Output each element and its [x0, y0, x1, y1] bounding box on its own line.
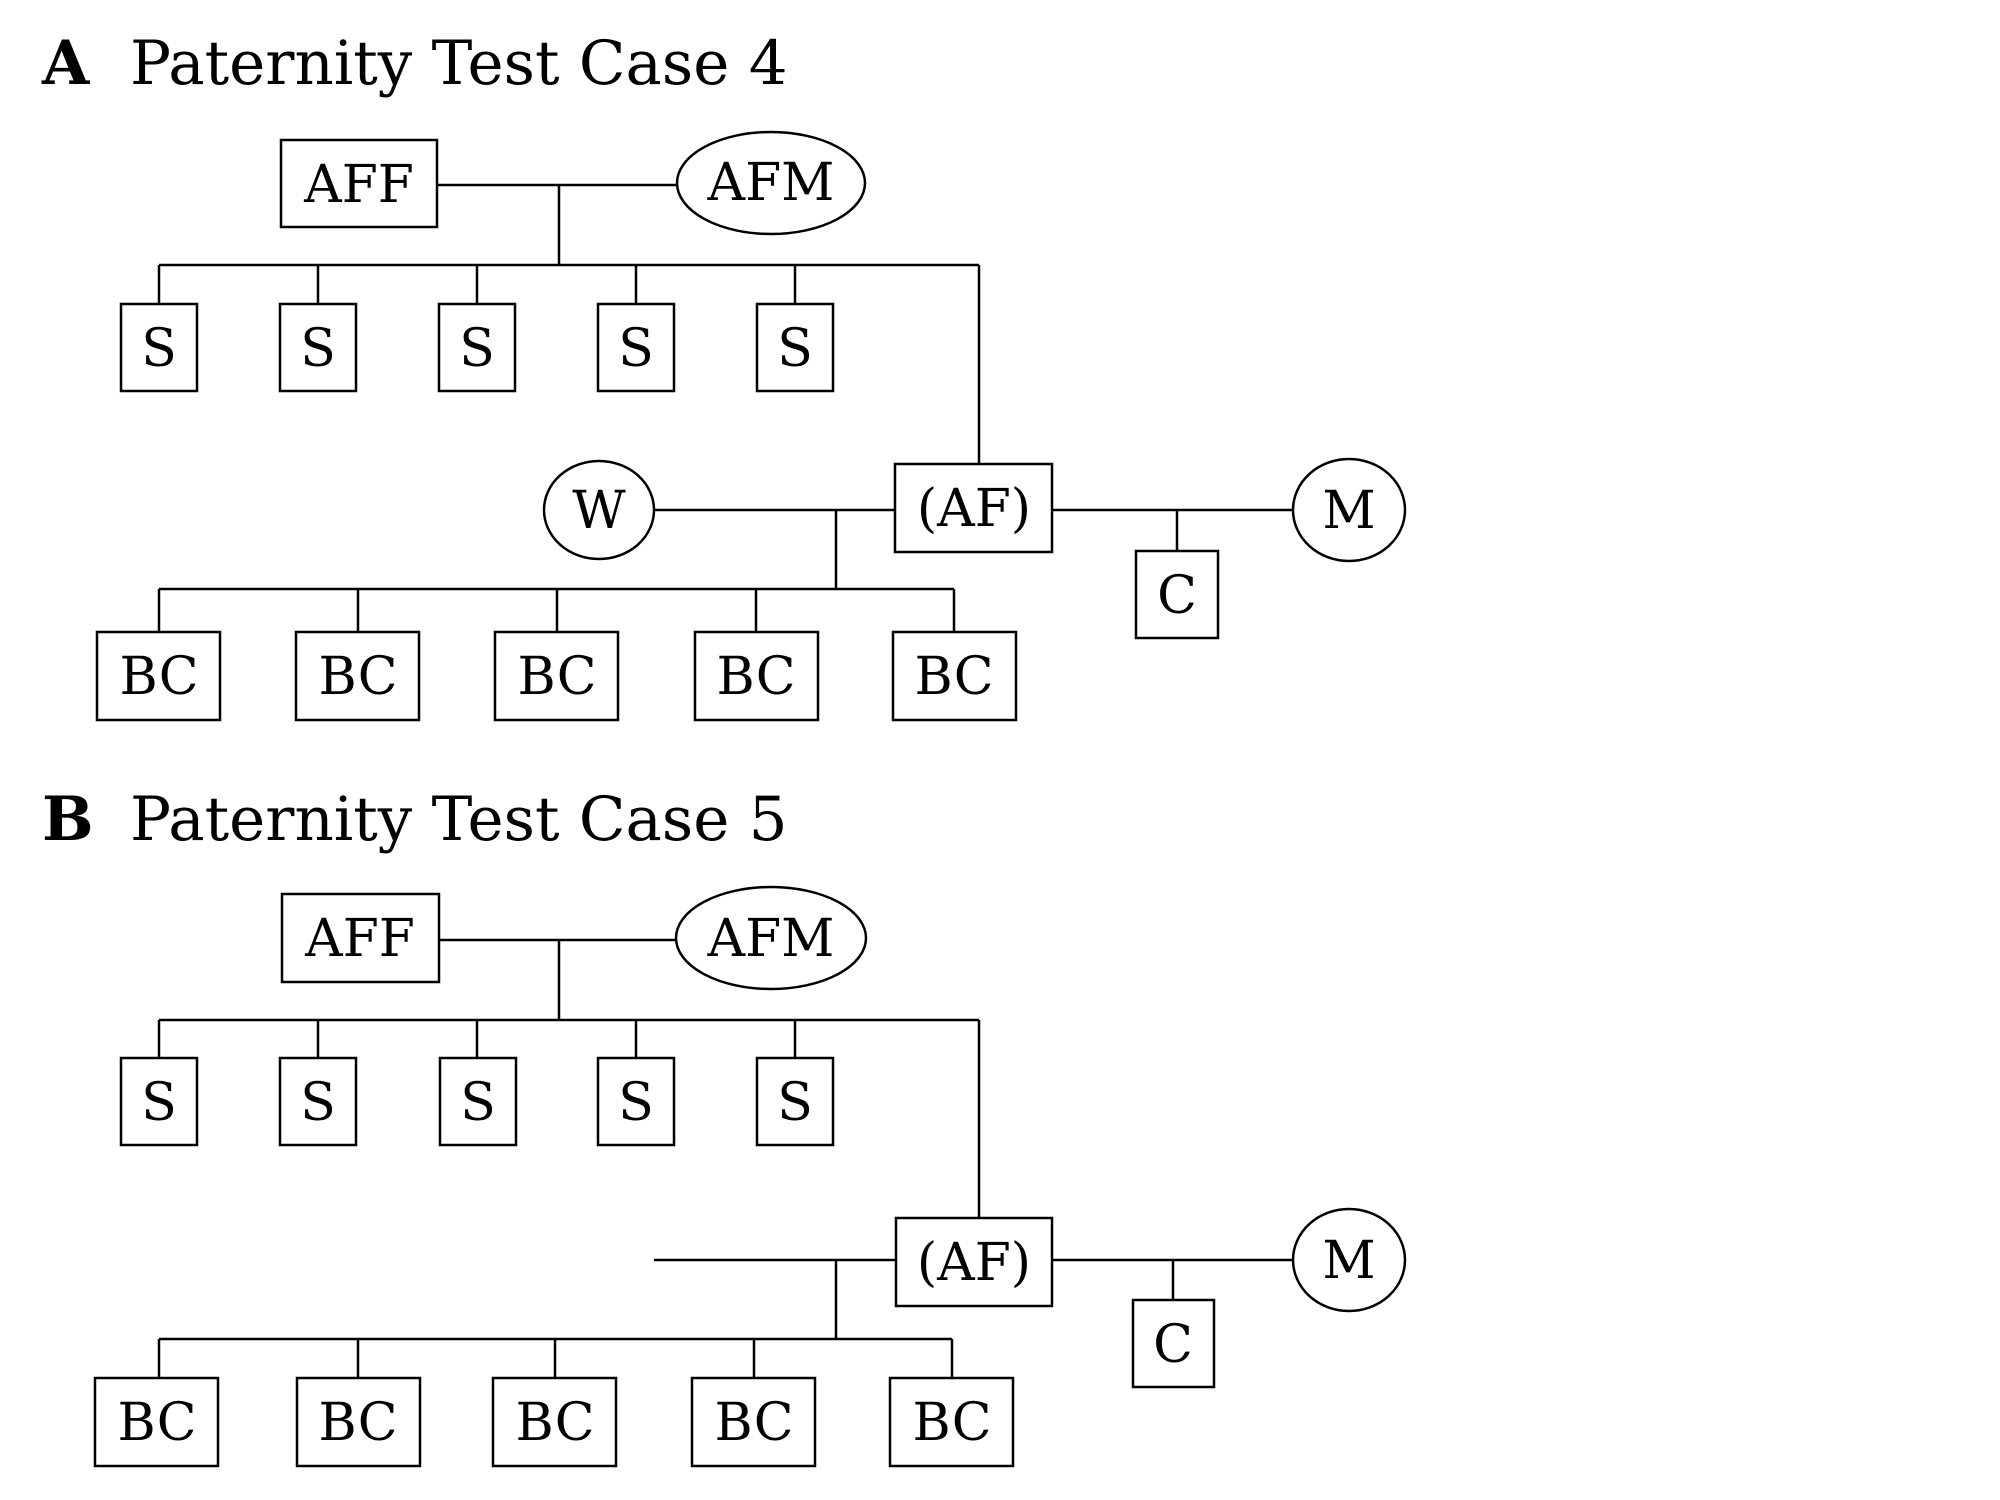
panel-a-edges	[157, 183, 1293, 632]
node-alleged-father	[894, 1216, 1054, 1308]
node-alleged-father-label: (AF)	[917, 1233, 1031, 1293]
node-biological-child-label: BC	[118, 1393, 197, 1453]
node-biological-child-label: BC	[319, 1393, 398, 1453]
node-sibling-label: S	[300, 1073, 336, 1133]
node-aff-label: AFF	[303, 155, 414, 215]
node-alleged-father	[893, 462, 1054, 554]
node-mother	[1291, 457, 1407, 563]
node-mother	[1291, 1207, 1407, 1313]
node-afm	[675, 130, 867, 236]
node-sibling	[437, 302, 517, 393]
node-child-label: C	[1153, 1315, 1193, 1375]
node-aff-label: AFF	[304, 909, 415, 969]
node-afm-label: AFM	[707, 153, 835, 213]
node-sibling-label: S	[141, 319, 177, 379]
panel-b: B Paternity Test Case 5 AFF	[42, 784, 1407, 1468]
node-biological-child-label: BC	[120, 647, 199, 707]
node-biological-child-label: BC	[516, 1393, 595, 1453]
panel-a-title: Paternity Test Case 4	[130, 28, 788, 99]
panel-a: A Paternity Test Case 4 AFF	[41, 28, 1407, 722]
node-biological-child	[295, 1376, 422, 1468]
node-biological-child-label: BC	[715, 1393, 794, 1453]
node-sibling	[438, 1056, 518, 1147]
node-biological-child	[491, 1376, 618, 1468]
panel-a-letter: A	[41, 28, 91, 99]
node-afm	[674, 885, 868, 991]
node-aff	[280, 892, 441, 984]
node-mother-label: M	[1322, 1231, 1375, 1291]
node-biological-child-label: BC	[915, 647, 994, 707]
node-biological-child	[294, 630, 421, 722]
node-biological-child	[95, 630, 222, 722]
node-sibling	[278, 302, 358, 393]
node-sibling-label: S	[618, 1073, 654, 1133]
node-biological-child	[93, 1376, 220, 1468]
node-aff	[279, 138, 439, 229]
node-sibling-label: S	[618, 319, 654, 379]
node-biological-child	[891, 630, 1018, 722]
node-biological-child	[693, 630, 820, 722]
node-biological-child-label: BC	[319, 647, 398, 707]
node-sibling	[119, 1056, 199, 1147]
node-child	[1131, 1298, 1216, 1389]
node-sibling	[755, 302, 835, 393]
panel-b-title: Paternity Test Case 5	[130, 784, 788, 855]
node-sibling-label: S	[777, 1073, 813, 1133]
node-mother-label: M	[1322, 481, 1375, 541]
panel-b-letter: B	[42, 784, 94, 855]
node-sibling-label: S	[141, 1073, 177, 1133]
node-sibling-label: S	[777, 319, 813, 379]
node-sibling	[596, 302, 676, 393]
node-sibling-label: S	[460, 1073, 496, 1133]
node-sibling-label: S	[300, 319, 336, 379]
node-sibling	[278, 1056, 358, 1147]
node-biological-child	[690, 1376, 817, 1468]
node-biological-child	[493, 630, 620, 722]
node-sibling-label: S	[459, 319, 495, 379]
node-child	[1134, 549, 1220, 640]
node-sibling	[119, 302, 199, 393]
node-biological-child-label: BC	[913, 1393, 992, 1453]
node-wife	[542, 459, 656, 561]
panel-b-edges	[157, 938, 1293, 1378]
node-sibling	[596, 1056, 676, 1147]
node-afm-label: AFM	[707, 909, 835, 969]
node-biological-child-label: BC	[717, 647, 796, 707]
node-biological-child	[888, 1376, 1015, 1468]
node-sibling	[755, 1056, 835, 1147]
node-alleged-father-label: (AF)	[917, 479, 1031, 539]
node-wife-label: W	[572, 481, 626, 541]
node-biological-child-label: BC	[518, 647, 597, 707]
node-child-label: C	[1157, 566, 1197, 626]
